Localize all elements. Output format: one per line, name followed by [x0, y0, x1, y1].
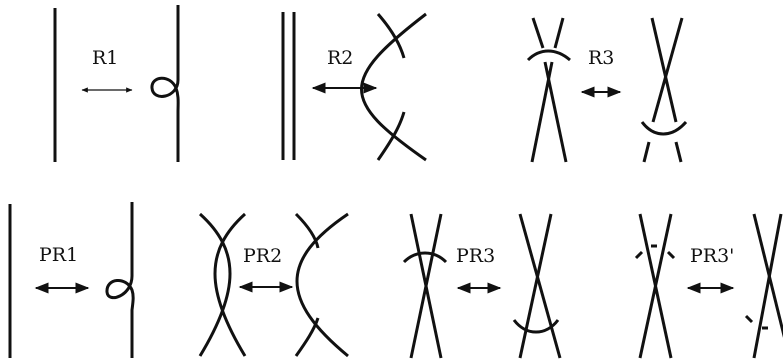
pr2b-under-bottom	[294, 317, 320, 357]
r2-over-strand	[360, 12, 427, 162]
pr3-arc	[402, 251, 448, 264]
move-r3: R3	[526, 17, 688, 163]
pr3pb-dash-left	[744, 314, 754, 324]
pr3pb-strand-b	[752, 213, 783, 359]
r3b-strand-a	[650, 17, 678, 123]
pr3-strand-b	[409, 213, 443, 359]
r3-label: R3	[588, 47, 614, 69]
pr3b-strand-b	[518, 213, 553, 359]
move-pr3: PR3	[402, 213, 562, 359]
r3b-strand-a-low	[674, 141, 683, 163]
pr3pb-strand-a	[752, 213, 783, 338]
pr2-curve-right	[213, 212, 247, 357]
pr1-label: PR1	[39, 244, 78, 266]
r3-left-strand-a	[531, 17, 545, 49]
pr3p-strand-b	[638, 213, 673, 359]
r2-under-strand-bottom	[376, 111, 406, 161]
r1-kink-strand	[150, 5, 180, 162]
r3b-strand-b-low	[642, 141, 651, 163]
pr2-label: PR2	[243, 245, 282, 267]
pr2b-over-curve	[295, 212, 349, 358]
move-pr2: PR2	[198, 212, 349, 358]
r2-under-strand-top	[376, 13, 406, 59]
pr3-label: PR3	[456, 245, 495, 267]
pr3p-dash-right	[666, 250, 676, 260]
r3-right-strand-b	[530, 61, 554, 163]
r3-right-strand-a	[553, 17, 565, 49]
pr1-kink-strand	[105, 202, 135, 358]
r2-label: R2	[327, 47, 353, 69]
r1-label: R1	[92, 47, 118, 69]
move-r1: R1	[53, 5, 180, 162]
r3-arc	[526, 49, 571, 62]
pr3b-strand-a	[518, 213, 562, 359]
move-pr3-prime: PR3'	[634, 213, 783, 359]
pr3p-dash-left	[634, 250, 644, 260]
pr3p-label: PR3'	[690, 245, 734, 267]
pr3b-arc	[512, 319, 560, 334]
move-pr1: PR1	[8, 202, 135, 358]
pr2-curve-left	[198, 212, 232, 357]
r3b-strand-b	[651, 17, 684, 123]
r3b-arc	[640, 120, 688, 136]
move-r2: R2	[281, 12, 427, 162]
pr2b-under-top	[294, 212, 320, 249]
